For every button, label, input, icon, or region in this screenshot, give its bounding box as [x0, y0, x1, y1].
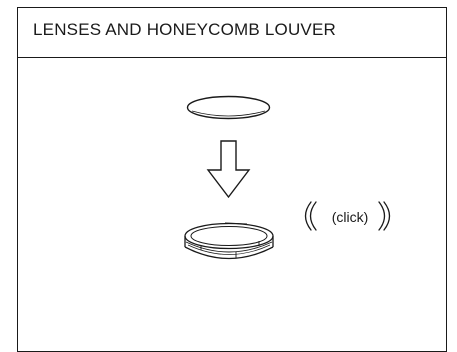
instruction-panel: LENSES AND HONEYCOMB LOUVER	[17, 7, 447, 352]
louver-ring	[184, 222, 274, 260]
panel-title: LENSES AND HONEYCOMB LOUVER	[33, 20, 336, 39]
click-label: (click)	[331, 209, 369, 225]
lens-disc	[186, 95, 271, 120]
down-arrow-icon	[206, 140, 251, 199]
click-sound-icon	[304, 201, 391, 231]
title-divider	[18, 57, 446, 58]
